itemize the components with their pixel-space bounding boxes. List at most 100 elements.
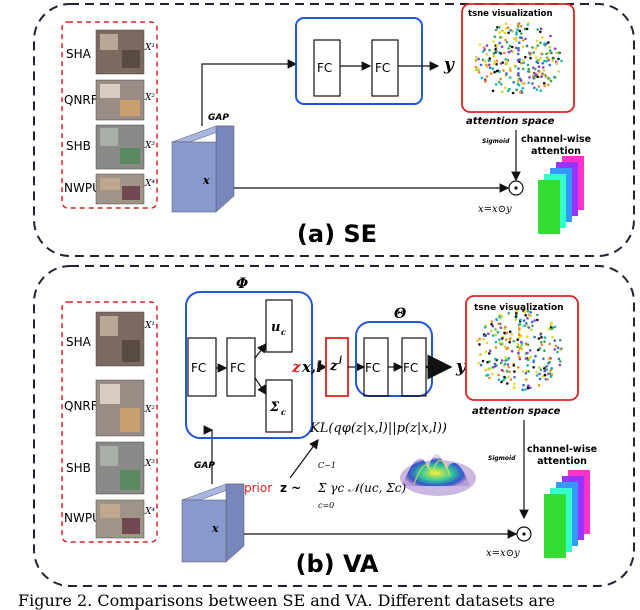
- tsne-point: [521, 39, 525, 42]
- tsne-point: [487, 59, 491, 62]
- tsne-point: [507, 31, 510, 35]
- tsne-point: [519, 90, 522, 94]
- tsne-point: [506, 363, 510, 366]
- tsne-point: [519, 79, 523, 82]
- tsne-point: [543, 367, 546, 370]
- tsne-point: [532, 51, 536, 54]
- tsne-point: [478, 343, 481, 346]
- tsne-point: [500, 29, 504, 33]
- output-y: y: [443, 55, 455, 75]
- formula-a: x=x⊙y: [478, 204, 512, 215]
- tsne-point: [494, 346, 498, 349]
- tsne-point: [488, 376, 491, 380]
- tsne-point: [474, 59, 478, 62]
- tsne-point: [475, 55, 478, 59]
- prior-z: z ~: [280, 481, 301, 495]
- tsne-point: [531, 82, 534, 85]
- tsne-point: [528, 356, 531, 360]
- tsne-point: [516, 28, 519, 31]
- tsne-point: [527, 81, 530, 85]
- tsne-point: [539, 89, 543, 92]
- tsne-point: [494, 48, 497, 51]
- tsne-point: [500, 45, 504, 48]
- tsne-point: [504, 356, 507, 359]
- tsne-point: [537, 65, 541, 68]
- theta-label: Θ: [394, 306, 407, 322]
- channel-attn-label-2: attention: [531, 146, 581, 157]
- attention-space-label: attention space: [472, 406, 561, 417]
- tsne-point: [513, 370, 516, 373]
- crowd-image-detail: [122, 50, 140, 68]
- tsne-scatter-b: [476, 309, 563, 392]
- crowd-image-detail: [100, 34, 118, 50]
- tsne-point: [526, 63, 530, 67]
- tsne-point: [550, 327, 554, 331]
- tsne-point: [507, 365, 511, 369]
- fc-box-a: [295, 17, 423, 105]
- tsne-point: [517, 46, 520, 50]
- tsne-point: [474, 68, 478, 71]
- tsne-title: tsne visualization: [468, 9, 553, 19]
- tsne-point: [545, 368, 549, 372]
- mu-label: u: [271, 320, 280, 335]
- z-label: z: [291, 358, 301, 376]
- zj-label: z: [329, 359, 338, 374]
- tsne-point: [500, 359, 504, 362]
- tsne-point: [542, 66, 545, 69]
- tsne-point: [517, 333, 521, 337]
- tsne-point: [502, 69, 505, 72]
- tsne-point: [507, 47, 511, 50]
- phi-label: Φ: [236, 276, 248, 292]
- xl-label: x,l: [301, 358, 322, 376]
- tsne-point: [511, 50, 515, 53]
- fc-label: FC: [191, 361, 206, 375]
- dataset-box-a: [61, 21, 158, 209]
- tsne-point: [499, 62, 503, 65]
- tsne-point: [535, 374, 539, 377]
- figure-caption: Figure 2. Comparisons between SE and VA.…: [18, 591, 555, 610]
- tsne-point: [506, 26, 510, 30]
- tsne-point: [513, 64, 516, 67]
- sigma-sub: c: [281, 407, 286, 417]
- channel-attn-label-1: channel-wise: [521, 134, 591, 145]
- tsne-point: [529, 52, 533, 55]
- attention-space-label: attention space: [466, 116, 555, 127]
- tsne-point: [520, 347, 524, 351]
- tsne-point: [551, 335, 554, 339]
- tsne-point: [505, 72, 508, 75]
- tsne-point: [516, 79, 520, 83]
- dataset-label: QNRF: [64, 399, 98, 413]
- tsne-point: [508, 370, 511, 374]
- tsne-point: [492, 55, 496, 58]
- tsne-point: [488, 352, 491, 355]
- crowd-image-detail: [122, 186, 140, 200]
- tsne-point: [487, 367, 490, 371]
- tsne-point: [493, 35, 497, 38]
- fc2-b: [226, 337, 256, 397]
- tsne-point: [520, 32, 523, 35]
- panel-a-title: (a) SE: [297, 220, 377, 248]
- tsne-point: [516, 338, 519, 342]
- tsne-point: [539, 41, 542, 44]
- tsne-point: [521, 45, 525, 49]
- tsne-point: [558, 339, 562, 342]
- tsne-point: [503, 325, 507, 329]
- tsne-point: [482, 46, 486, 49]
- tsne-point: [517, 351, 520, 355]
- tsne-point: [557, 357, 561, 361]
- tsne-point: [483, 334, 487, 338]
- tsne-point: [516, 52, 520, 56]
- tsne-point: [512, 364, 516, 367]
- tsne-point: [499, 326, 503, 330]
- tsne-point: [494, 83, 498, 86]
- fc-label: FC: [230, 361, 245, 375]
- tsne-point: [524, 37, 527, 41]
- tsne-point: [547, 83, 550, 86]
- sigmoid-label: Sigmoid: [482, 138, 510, 145]
- sigmoid-label: Sigmoid: [488, 455, 516, 462]
- tsne-point: [508, 87, 511, 91]
- feature-label: x: [211, 522, 219, 535]
- tsne-point: [536, 61, 540, 65]
- feature-block-b: x: [181, 483, 245, 563]
- tsne-point: [508, 76, 512, 79]
